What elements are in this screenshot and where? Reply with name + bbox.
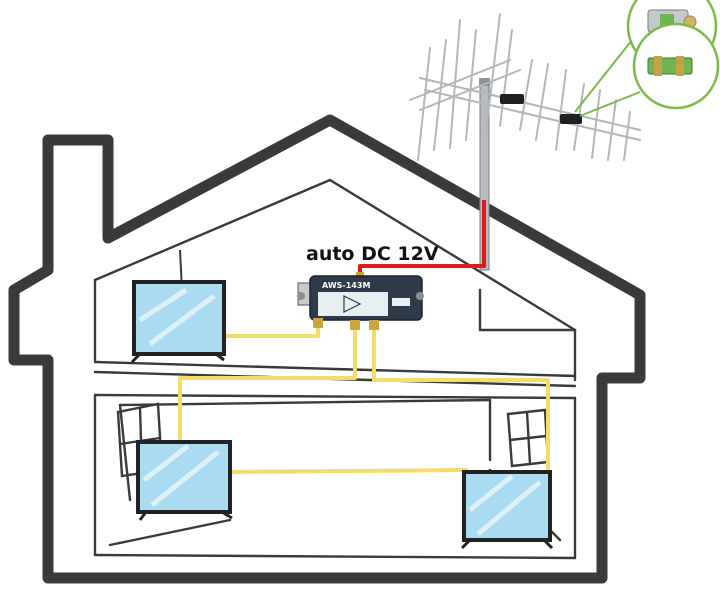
- zoom-callout: [574, 39, 641, 117]
- power-cable: [358, 200, 486, 282]
- tv-lower-left: [136, 440, 233, 521]
- house-outline: [8, 114, 646, 584]
- tv-attic: [130, 249, 226, 364]
- amplifier-model-label: AWS-143M: [322, 281, 370, 290]
- zoom-circle-bottom: [632, 22, 720, 110]
- antenna-connector: [500, 94, 582, 124]
- power-label: auto DC 12V: [306, 243, 439, 265]
- yagi-antenna: [409, 13, 641, 161]
- amplifier-device: AWS-143M: [297, 272, 424, 330]
- antenna-mast: [479, 78, 490, 271]
- tv-lower-right: [460, 470, 554, 550]
